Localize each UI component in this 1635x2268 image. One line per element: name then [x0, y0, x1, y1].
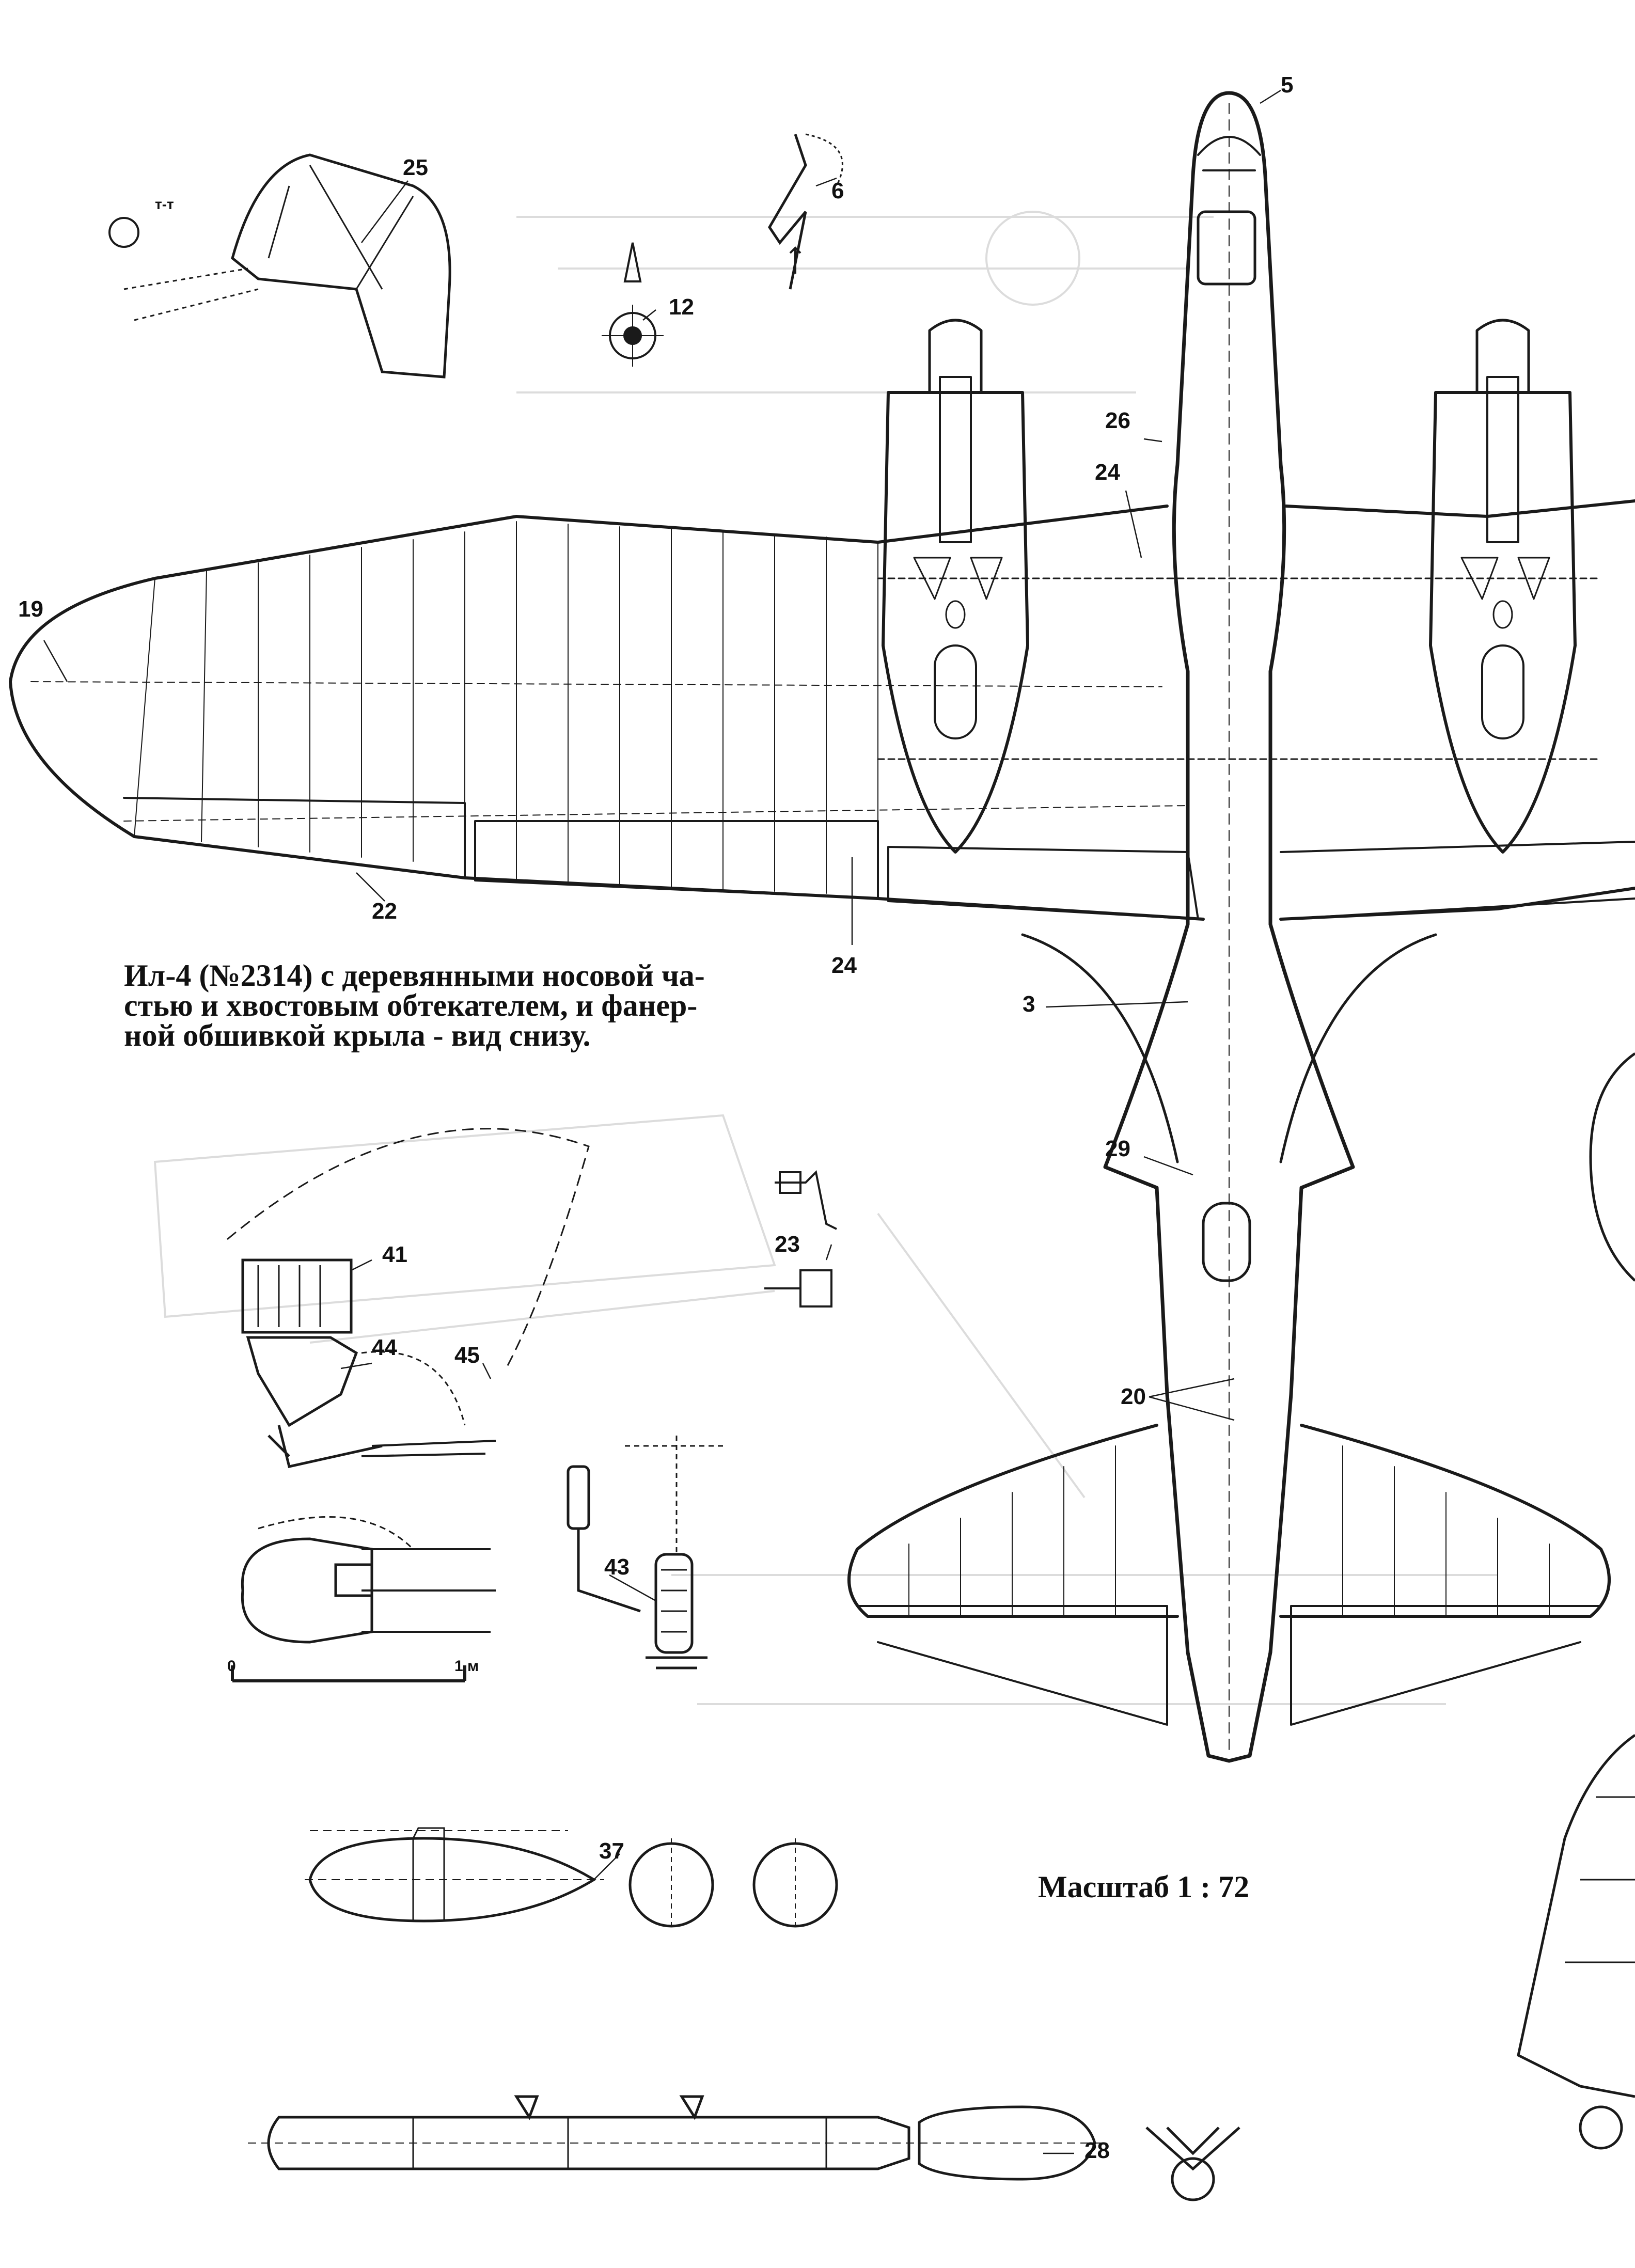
left-engine-nacelle — [882, 319, 1029, 854]
caption-line-3: ной обшивкой крыла - вид снизу. — [124, 1018, 591, 1052]
callout-22: 22 — [372, 899, 397, 924]
detail-antenna-mast — [768, 133, 843, 290]
section-mark: т-т — [155, 196, 174, 212]
callout-25: 25 — [403, 155, 428, 180]
right-engine-nacelle — [1429, 319, 1577, 854]
callout-29: 29 — [1105, 1136, 1130, 1161]
scale-note: Масштаб 1 : 72 — [1038, 1870, 1250, 1904]
callout-6: 6 — [831, 178, 844, 203]
callout-41: 41 — [382, 1242, 407, 1267]
callout-43: 43 — [604, 1554, 630, 1580]
nose-hatch — [1197, 210, 1256, 286]
center-section-spars — [877, 577, 1602, 760]
caption-line-1: Ил-4 (№2314) с деревянными носовой ча- — [124, 958, 705, 993]
wing-root-fairing — [1021, 933, 1437, 1163]
callout-37: 37 — [599, 1838, 624, 1864]
leader-lines — [43, 89, 1281, 2154]
drawing-caption: Ил-4 (№2314) с деревянными носовой ча- с… — [124, 958, 764, 1052]
center-hatch — [1202, 1202, 1251, 1282]
detail-oxygen-43 — [567, 1436, 723, 1670]
detail-pitot-12 — [602, 242, 664, 367]
callout-28: 28 — [1084, 2138, 1110, 2163]
aircraft-bottom-view — [9, 91, 1635, 1763]
callout-19: 19 — [18, 596, 43, 622]
right-inner-flap — [1280, 841, 1635, 920]
detail-cockpit-canopy — [108, 153, 451, 379]
tail-ribs — [908, 1445, 1550, 1617]
callout-44: 44 — [372, 1335, 397, 1360]
left-flap — [474, 820, 879, 900]
ruler-start-label: 0 — [227, 1658, 236, 1675]
horizontal-tail — [847, 1424, 1611, 1618]
detail-ruler — [231, 1665, 466, 1682]
ruler-end-label: 1 м — [454, 1658, 479, 1675]
left-inner-flap — [887, 846, 1199, 920]
nose-glazing — [1197, 136, 1261, 171]
callout-45: 45 — [454, 1343, 480, 1368]
callout-23: 23 — [775, 1232, 800, 1257]
right-wing-outline — [1279, 499, 1635, 921]
caption-line-2: стью и хвостовым обтекателем, и фанер- — [124, 988, 698, 1022]
fuselage-outline — [1103, 91, 1355, 1763]
detail-torpedo-28 — [248, 2095, 1240, 2201]
detail-gun-23 — [764, 1170, 837, 1308]
callout-24-lower: 24 — [831, 953, 857, 978]
left-aileron — [123, 797, 466, 879]
left-wing-ribs — [30, 521, 1188, 899]
callout-3: 3 — [1023, 991, 1035, 1017]
left-wing-outline — [9, 505, 1205, 921]
detail-gun-mount-41-45 — [227, 1128, 590, 1468]
detail-turret-plan — [241, 1516, 496, 1644]
detail-drop-tank-37 — [305, 1827, 838, 1931]
detail-side-view-fragment — [1517, 1052, 1635, 2150]
callout-26: 26 — [1105, 408, 1130, 433]
ghost-background — [153, 211, 1498, 1705]
callout-24-upper: 24 — [1095, 460, 1120, 485]
callout-12: 12 — [669, 294, 694, 320]
callout-5: 5 — [1281, 72, 1294, 98]
callout-20: 20 — [1121, 1384, 1146, 1409]
